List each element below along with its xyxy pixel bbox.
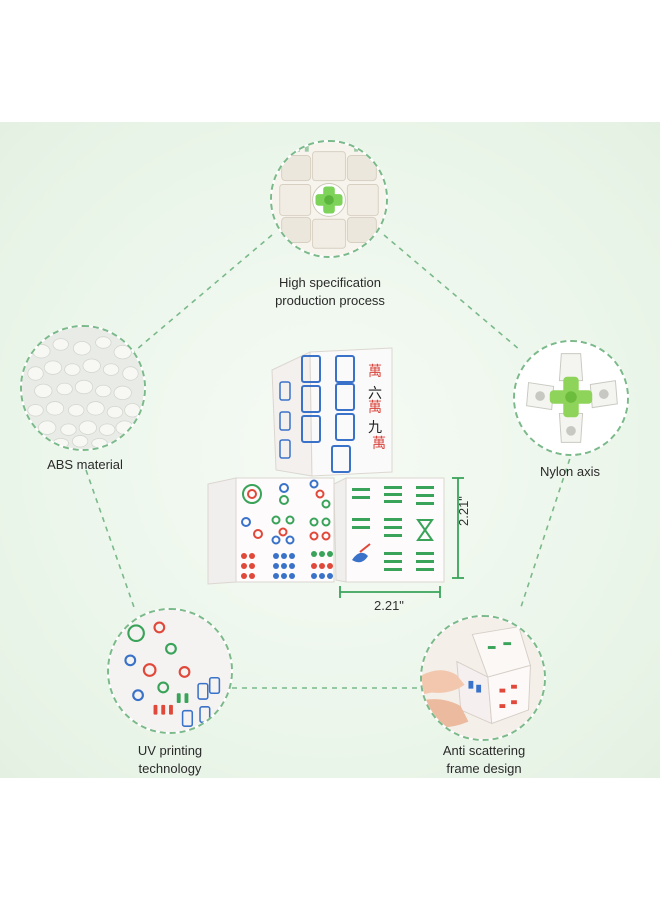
label-top-line1: High specification <box>279 275 381 290</box>
feature-circle-bottom-right <box>420 615 546 741</box>
feature-circle-top <box>270 140 388 258</box>
label-bottom-left-line1: UV printing <box>137 743 203 758</box>
dimension-marks <box>339 477 464 598</box>
label-top: High specification production process <box>230 274 430 310</box>
svg-text:萬: 萬 <box>372 436 386 452</box>
cube-bottom-left <box>207 477 335 585</box>
feature-circle-left <box>20 325 146 451</box>
label-left-line1: ABS material <box>47 457 123 472</box>
cube-core-icon <box>272 142 386 256</box>
label-bottom-left-line2: technology <box>138 761 202 776</box>
label-right-line1: Nylon axis <box>540 464 600 479</box>
dimension-width: 2.21" <box>374 598 404 613</box>
label-bottom-left: UV printing technology <box>100 742 240 778</box>
uv-print-icon <box>109 610 231 732</box>
svg-text:九: 九 <box>368 420 382 436</box>
cube-bottom-right <box>333 477 445 583</box>
nylon-axis-icon <box>515 342 627 454</box>
label-right: Nylon axis <box>510 463 630 481</box>
svg-text:萬: 萬 <box>368 400 382 416</box>
label-bottom-right-line2: frame design <box>446 761 522 776</box>
abs-pellets-icon <box>22 327 144 449</box>
feature-circle-bottom-left <box>107 608 233 734</box>
cube-top: 萬六萬 九萬 <box>271 347 393 477</box>
svg-text:六: 六 <box>368 386 382 402</box>
dimension-height: 2.21" <box>456 496 471 526</box>
hand-cube-icon <box>422 617 544 739</box>
feature-circle-right <box>513 340 629 456</box>
label-left: ABS material <box>25 456 145 474</box>
label-bottom-right: Anti scattering frame design <box>412 742 556 778</box>
label-bottom-right-line1: Anti scattering <box>442 743 526 758</box>
svg-text:萬: 萬 <box>368 364 382 380</box>
label-top-line2: production process <box>275 293 385 308</box>
